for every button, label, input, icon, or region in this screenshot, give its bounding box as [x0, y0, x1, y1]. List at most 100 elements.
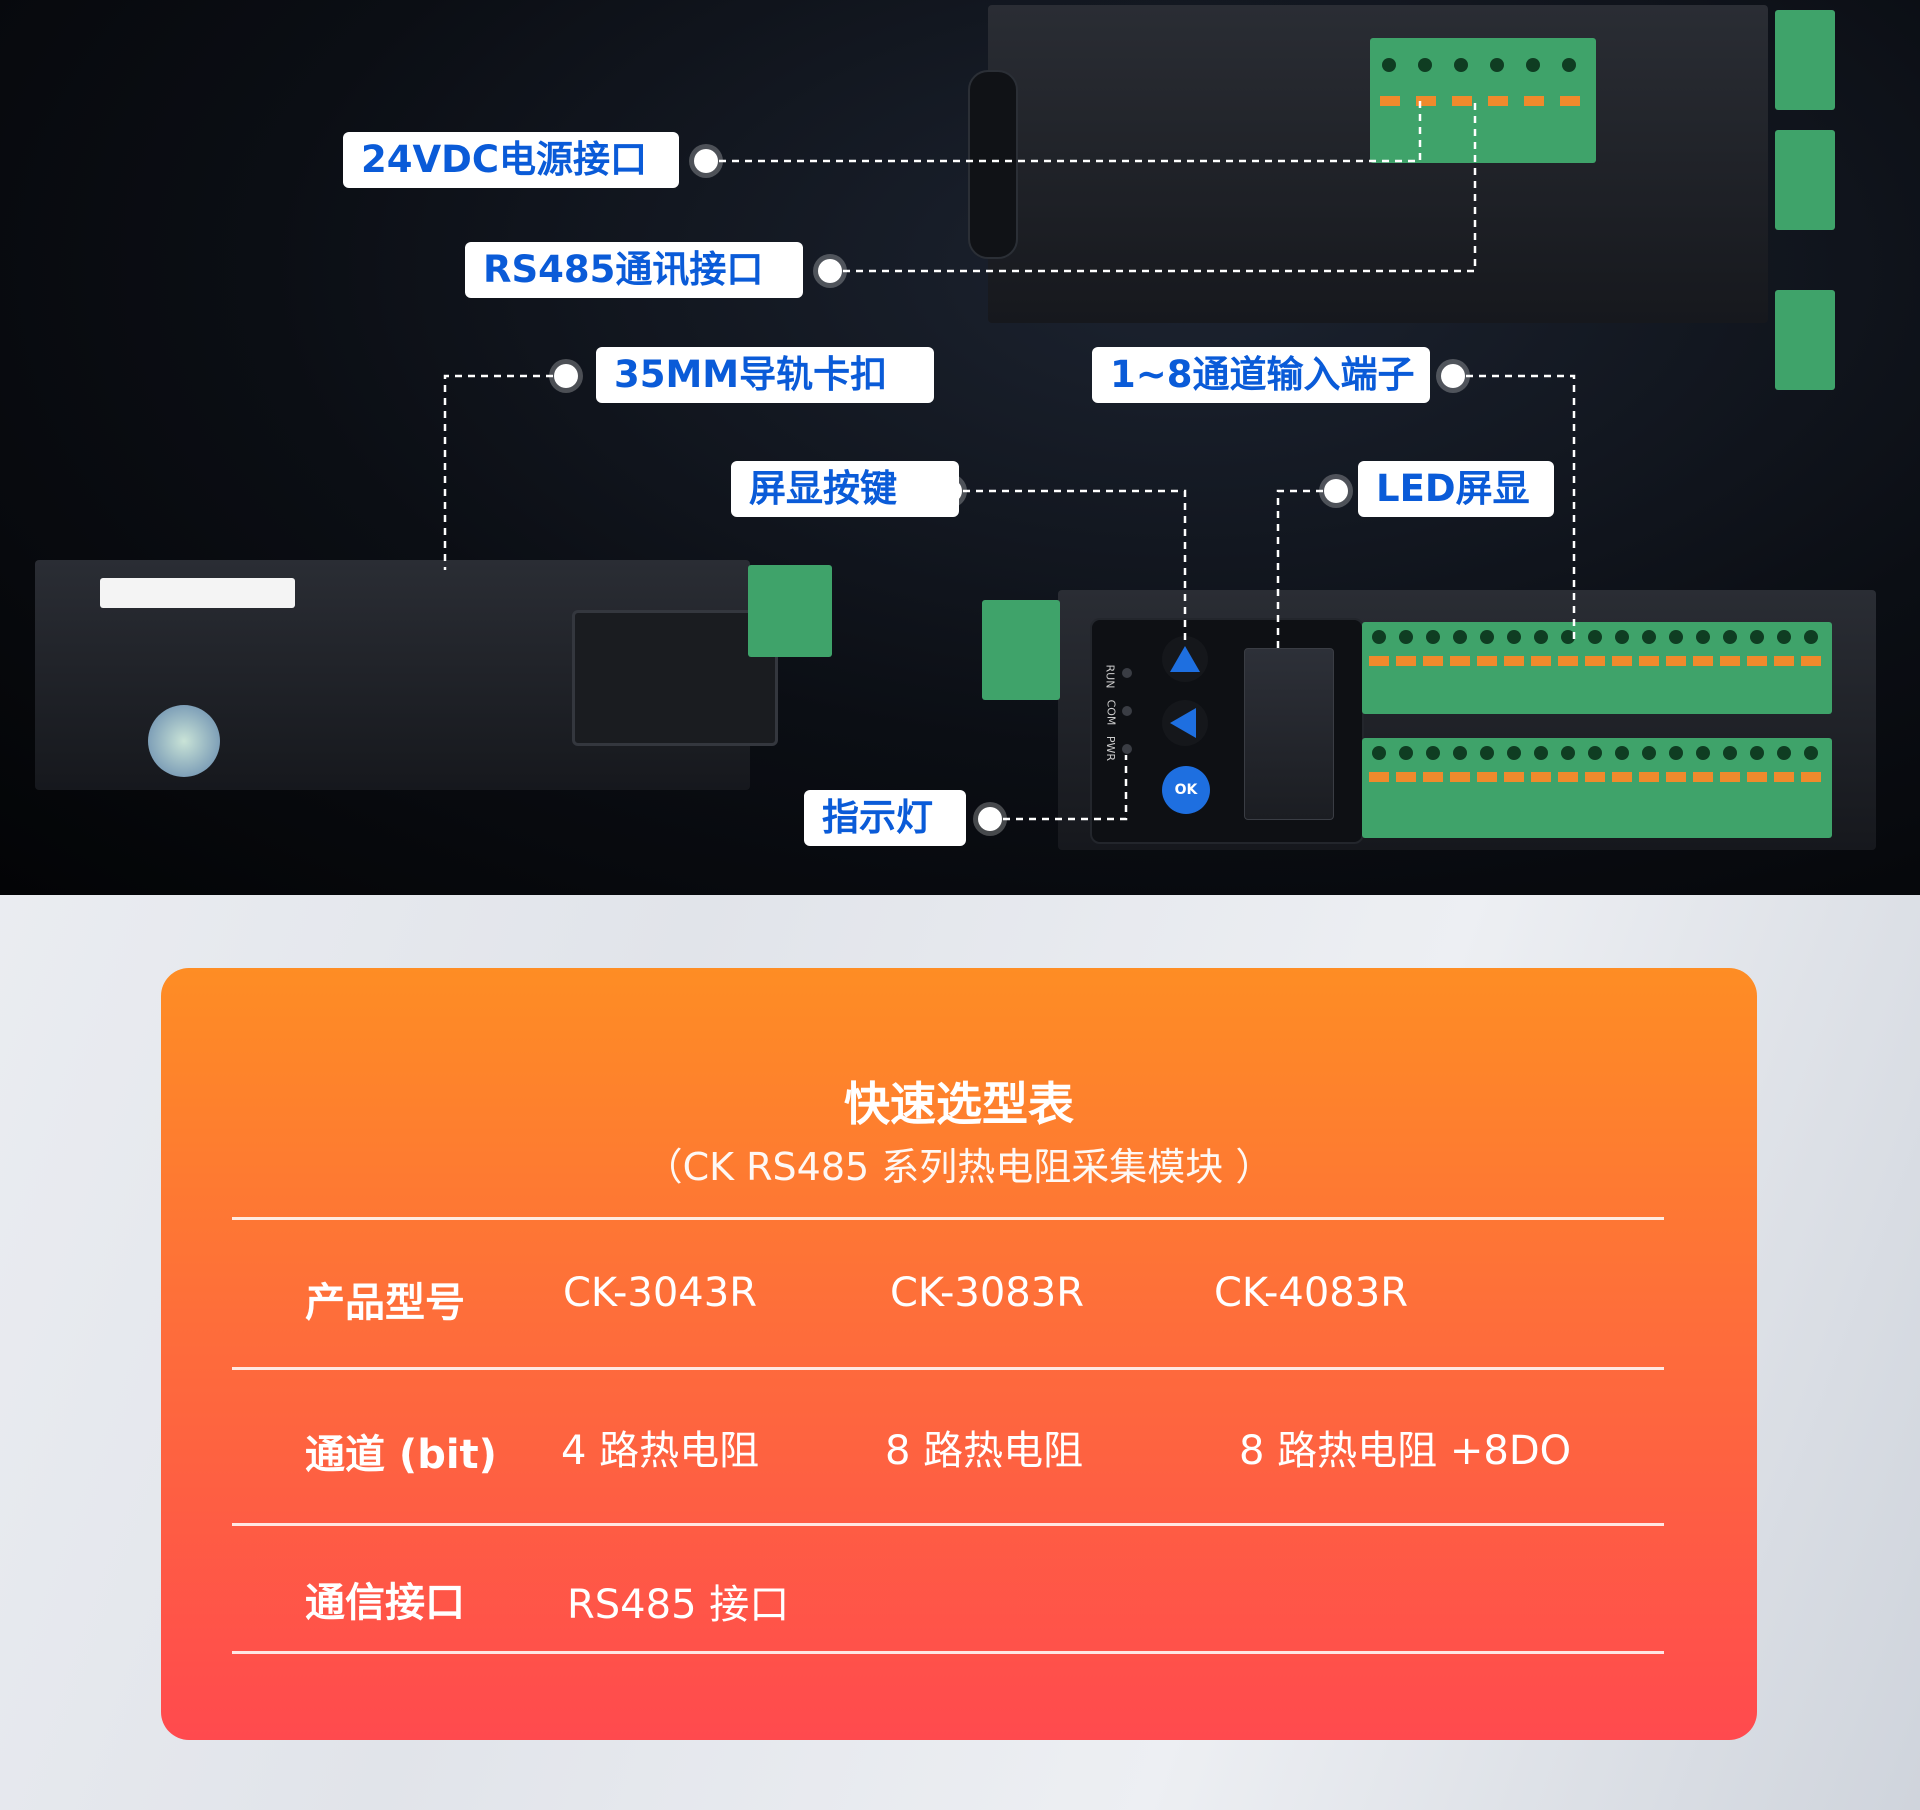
- channel-value-2: 8 路热电阻: [885, 1428, 1084, 1474]
- product-photo: RUN COM PWR OK 24VDC电源接口 RS485通讯接口 35MM导…: [0, 0, 1920, 895]
- terminal-hole: [1669, 630, 1683, 644]
- table-rule-top: [232, 1217, 1664, 1220]
- pwr-led: [1122, 744, 1132, 754]
- model-value-3: CK-4083R: [1214, 1270, 1408, 1316]
- terminal-release-tab: [1801, 772, 1821, 782]
- terminal-hole: [1534, 630, 1548, 644]
- terminal-release-tab: [1666, 772, 1686, 782]
- terminal-release-tab: [1720, 656, 1740, 666]
- model-value-2: CK-3083R: [890, 1270, 1084, 1316]
- terminal-release-tab: [1639, 656, 1659, 666]
- power-terminal-block: [1370, 38, 1596, 163]
- terminal-release-tab: [1531, 656, 1551, 666]
- terminal-release-tab: [1369, 656, 1389, 666]
- terminal-hole: [1615, 630, 1629, 644]
- terminal-hole: [1642, 746, 1656, 760]
- terminal-hole: [1696, 746, 1710, 760]
- terminal-hole: [1642, 630, 1656, 644]
- terminal-release-tab: [1477, 772, 1497, 782]
- terminal-release-tab: [1639, 772, 1659, 782]
- terminal-hole: [1426, 746, 1440, 760]
- terminal-release-tab: [1369, 772, 1389, 782]
- callout-dot-led: [1324, 479, 1348, 503]
- front-left-terminal: [982, 600, 1060, 700]
- run-led: [1122, 668, 1132, 678]
- terminal-hole: [1372, 630, 1386, 644]
- terminal-hole: [1507, 630, 1521, 644]
- callout-input-terminals: 1~8通道输入端子: [1092, 347, 1430, 403]
- terminal-hole: [1804, 746, 1818, 760]
- up-button[interactable]: [1162, 636, 1208, 682]
- terminal-hole: [1669, 746, 1683, 760]
- terminal-release-tab: [1666, 656, 1686, 666]
- ok-button[interactable]: OK: [1162, 766, 1210, 814]
- triangle-left-icon: [1170, 708, 1196, 738]
- terminal-release-tab: [1585, 772, 1605, 782]
- terminal-release-tab: [1720, 772, 1740, 782]
- leader-lines: [443, 100, 1576, 821]
- terminal-hole: [1777, 746, 1791, 760]
- terminal-hole: [1507, 746, 1521, 760]
- side-terminal-low: [1775, 290, 1835, 390]
- terminal-hole: [1723, 746, 1737, 760]
- terminal-release-tab: [1450, 656, 1470, 666]
- terminal-hole: [1399, 630, 1413, 644]
- side-terminal-top: [1775, 10, 1835, 110]
- terminal-release-tab: [1423, 772, 1443, 782]
- callout-display-buttons: 屏显按键: [731, 461, 959, 517]
- side-module-terminal: [748, 565, 832, 657]
- table-title: 快速选型表: [844, 1077, 1074, 1131]
- terminal-release-tab: [1774, 656, 1794, 666]
- terminal-hole: [1777, 630, 1791, 644]
- terminal-hole: [1750, 746, 1764, 760]
- terminal-release-tab: [1747, 772, 1767, 782]
- terminal-release-tab: [1801, 656, 1821, 666]
- terminal-hole: [1588, 746, 1602, 760]
- terminal-hole: [1696, 630, 1710, 644]
- terminal-hole: [1426, 630, 1440, 644]
- terminal-release-tab: [1396, 772, 1416, 782]
- callout-din-rail-clip: 35MM导轨卡扣: [596, 347, 934, 403]
- terminal-hole: [1750, 630, 1764, 644]
- terminal-hole: [1453, 630, 1467, 644]
- rail-clip: [968, 70, 1018, 259]
- terminal-release-tab: [1558, 656, 1578, 666]
- serial-label: [100, 578, 295, 608]
- table-subtitle: （CK RS485 系列热电阻采集模块 ）: [644, 1145, 1274, 1189]
- terminal-hole: [1372, 746, 1386, 760]
- terminal-hole: [1453, 746, 1467, 760]
- terminal-release-tab: [1504, 656, 1524, 666]
- terminal-hole: [1804, 630, 1818, 644]
- com-led: [1122, 706, 1132, 716]
- terminal-release-tab: [1396, 656, 1416, 666]
- terminal-hole: [1480, 630, 1494, 644]
- terminal-hole: [1561, 746, 1575, 760]
- terminal-hole: [1615, 746, 1629, 760]
- table-rule-1: [232, 1367, 1664, 1370]
- led-display: [1244, 648, 1334, 820]
- callout-indicator-lights: 指示灯: [804, 790, 966, 846]
- terminal-release-tab: [1585, 656, 1605, 666]
- callout-dot-power: [694, 149, 718, 173]
- quick-selection-card: 快速选型表 （CK RS485 系列热电阻采集模块 ） 产品型号 CK-3043…: [161, 968, 1757, 1740]
- terminal-hole: [1723, 630, 1737, 644]
- terminal-release-tab: [1558, 772, 1578, 782]
- terminal-hole: [1588, 630, 1602, 644]
- terminal-release-tab: [1504, 772, 1524, 782]
- channel-value-3: 8 路热电阻 +8DO: [1239, 1428, 1572, 1474]
- terminal-release-tab: [1774, 772, 1794, 782]
- callout-dot-rail: [554, 364, 578, 388]
- callout-dot-rs485: [818, 259, 842, 283]
- table-rule-bottom: [232, 1651, 1664, 1654]
- terminal-release-tab: [1423, 656, 1443, 666]
- model-value-1: CK-3043R: [563, 1270, 757, 1316]
- callout-rs485-interface: RS485通讯接口: [465, 242, 803, 298]
- terminal-hole: [1480, 746, 1494, 760]
- terminal-release-tab: [1612, 772, 1632, 782]
- channel-value-1: 4 路热电阻: [561, 1428, 760, 1474]
- side-terminal-mid: [1775, 130, 1835, 230]
- terminal-release-tab: [1450, 772, 1470, 782]
- interface-value-1: RS485 接口: [567, 1582, 790, 1628]
- left-button[interactable]: [1162, 700, 1208, 746]
- callout-power-interface: 24VDC电源接口: [343, 132, 679, 188]
